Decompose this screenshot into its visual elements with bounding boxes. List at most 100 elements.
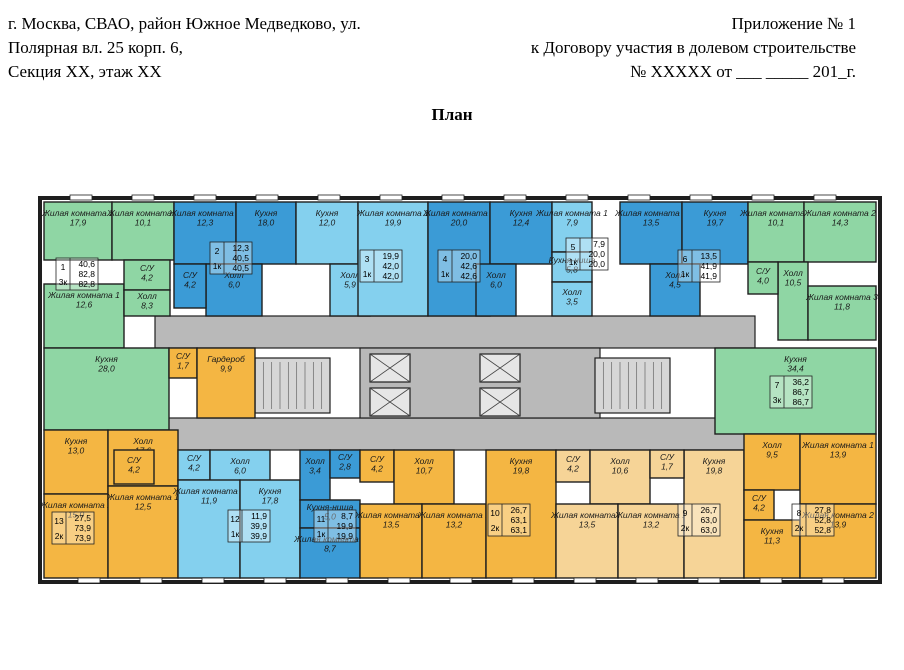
room-name: С/У xyxy=(370,454,386,464)
room-area: 13,0 xyxy=(68,446,85,456)
room-fill xyxy=(357,201,429,317)
window xyxy=(441,194,465,201)
room-fill xyxy=(43,347,170,431)
room-area: 5,8 xyxy=(566,265,578,275)
room-fill xyxy=(485,449,557,579)
window xyxy=(139,577,163,584)
room-fill xyxy=(329,449,361,479)
window xyxy=(379,194,403,201)
room-name: Холл xyxy=(485,270,506,280)
apartment-number: 11 xyxy=(317,514,326,524)
room-name: Жилая комната 1 xyxy=(172,486,245,496)
corridor-north xyxy=(154,315,756,349)
room-area: 10,1 xyxy=(135,218,152,228)
window xyxy=(69,194,93,201)
apartment-rooms: 1к xyxy=(681,269,690,279)
room-area: 4,2 xyxy=(141,273,153,283)
apartment-area: 86,7 xyxy=(792,397,809,407)
room-fill xyxy=(747,261,779,295)
room-name: Холл xyxy=(339,270,360,280)
room-area: 7,9 xyxy=(566,218,578,228)
room-name: Кухня-ниша xyxy=(549,255,596,265)
apartment-area: 13,5 xyxy=(700,251,717,261)
room-area: 10,6 xyxy=(612,466,629,476)
appendix-block: Приложение № 1 к Договору участия в доле… xyxy=(436,12,856,84)
elevator-cross xyxy=(369,353,411,383)
room-name: Холл xyxy=(782,268,803,278)
corridor-south xyxy=(154,417,756,451)
window xyxy=(573,577,597,584)
room-name: С/У xyxy=(660,452,676,462)
room-name: Кухня xyxy=(316,208,339,218)
apartment-info-frame xyxy=(313,509,357,543)
appendix-line-1: Приложение № 1 xyxy=(731,14,856,33)
room-fill xyxy=(743,433,801,491)
room-fill xyxy=(807,285,877,341)
room-fill xyxy=(295,201,359,265)
room-area: 8,3 xyxy=(141,301,153,311)
room-name: Кухня xyxy=(784,354,807,364)
apartment-area: 82,8 xyxy=(78,279,95,289)
room-area: 4,2 xyxy=(128,465,140,475)
appendix-line-3: № XXXXX от ___ _____ 201_г. xyxy=(630,62,856,81)
apartment-area: 63,0 xyxy=(700,515,717,525)
room-fill xyxy=(113,449,155,485)
apartment-area: 41,9 xyxy=(700,271,717,281)
room-area: 13,5 xyxy=(579,520,596,530)
room-name: Кухня xyxy=(703,456,726,466)
room-area: 19,9 xyxy=(385,218,402,228)
apartment-area: 73,9 xyxy=(74,533,91,543)
room-name: Холл xyxy=(561,287,582,297)
window xyxy=(131,194,155,201)
room-name: Жилая комната 1 xyxy=(801,440,874,450)
room-fill xyxy=(803,201,877,263)
room-fill xyxy=(799,503,877,579)
apartment-area: 20,0 xyxy=(460,251,477,261)
window xyxy=(759,577,783,584)
apartment-number: 13 xyxy=(54,516,64,526)
apartment-number: 2 xyxy=(215,246,220,256)
address-line-1: г. Москва, СВАО, район Южное Медведково,… xyxy=(8,14,361,33)
room-area: 3,4 xyxy=(309,466,321,476)
apartment-area: 63,1 xyxy=(510,515,527,525)
apartment-area: 12,3 xyxy=(232,243,249,253)
room-area: 9,5 xyxy=(766,450,778,460)
room-area: 10,7 xyxy=(416,466,433,476)
room-area: 6,0 xyxy=(228,280,240,290)
apartment-area: 27,8 xyxy=(814,505,831,515)
room-name: Жилая комната 1 xyxy=(47,290,120,300)
room-area: 5,0 xyxy=(324,512,336,522)
apartment-area: 19,9 xyxy=(336,531,353,541)
room-fill xyxy=(299,499,361,529)
window xyxy=(317,194,341,201)
apartment-area: 20,0 xyxy=(588,249,605,259)
room-name: Жилая комната 1 xyxy=(356,208,429,218)
